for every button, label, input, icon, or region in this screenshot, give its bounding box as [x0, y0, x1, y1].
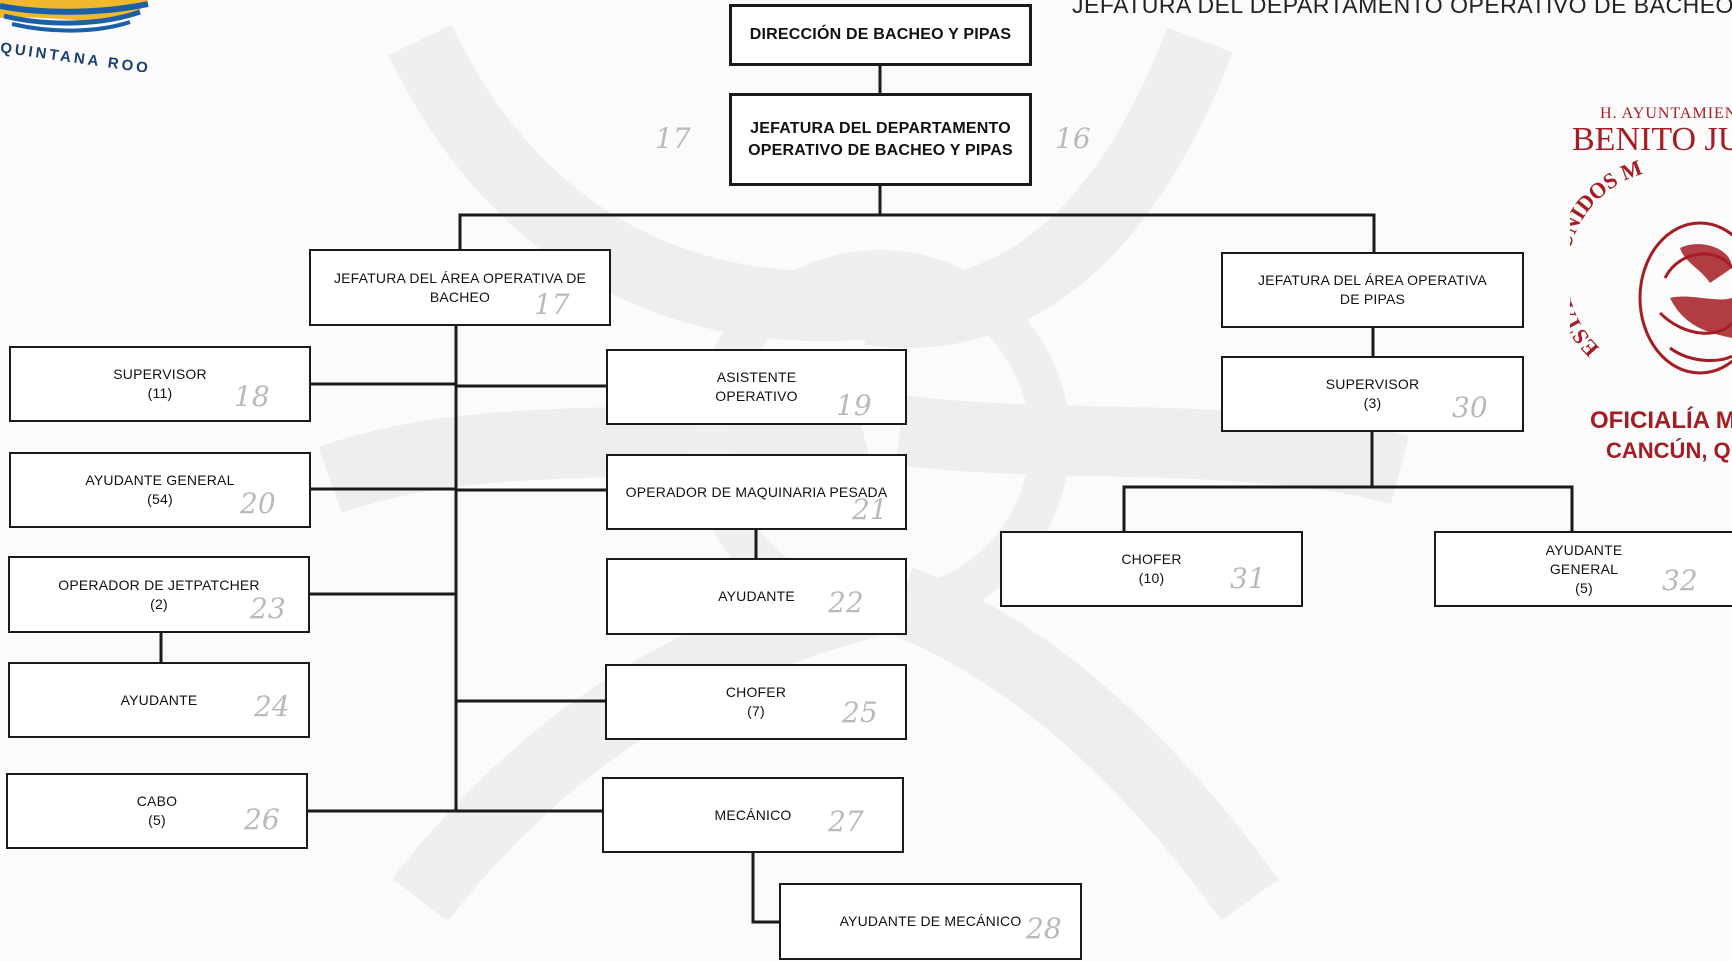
logo-text: QUINTANA ROO — [0, 39, 150, 72]
handwritten-number: 28 — [1026, 912, 1062, 945]
connector-mecanico-ayudante — [751, 851, 781, 924]
handwritten-number: 17 — [655, 122, 691, 155]
connector-bacheo-left — [304, 382, 458, 813]
handwritten-number: 19 — [836, 389, 872, 422]
box-supervisor-pipas: SUPERVISOR (3) — [1221, 356, 1524, 432]
box-label: JEFATURA DEL ÁREA OPERATIVA DE PIPAS — [1258, 272, 1487, 307]
box-label: CHOFER — [1121, 551, 1182, 567]
connector-pipas — [1122, 325, 1574, 533]
box-operador-jetpatcher: OPERADOR DE JETPATCHER (2) — [8, 556, 310, 633]
box-chofer-pipas: CHOFER (10) — [1000, 531, 1303, 607]
box-count: (7) — [747, 703, 765, 719]
box-label: MECÁNICO — [714, 806, 792, 823]
handwritten-number: 22 — [828, 586, 864, 619]
box-label: OPERADOR DE JETPATCHER — [58, 576, 260, 593]
box-count: (3) — [1363, 395, 1382, 411]
box-jefatura-departamento: JEFATURA DEL DEPARTAMENTO OPERATIVO DE B… — [729, 93, 1032, 186]
box-label: CHOFER — [725, 684, 787, 700]
handwritten-number: 32 — [1662, 564, 1698, 597]
box-count: (5) — [1575, 579, 1593, 596]
box-label: SUPERVISOR — [113, 366, 207, 382]
seal-line-1: H. AYUNTAMIEN — [1600, 105, 1732, 122]
box-ayudante-jetpatcher: AYUDANTE — [8, 662, 310, 738]
box-operador-maquinaria: OPERADOR DE MAQUINARIA PESADA — [606, 454, 907, 530]
seal-line-4: CANCÚN, Q — [1606, 438, 1731, 463]
seal-ring-text: ESTADOS UNIDOS M — [1570, 155, 1646, 362]
box-count: (11) — [147, 385, 173, 401]
box-jefatura-area-bacheo: JEFATURA DEL ÁREA OPERATIVA DE BACHEO — [309, 249, 611, 326]
handwritten-number: 17 — [534, 288, 570, 321]
box-label: JEFATURA DEL ÁREA OPERATIVA DE BACHEO — [333, 269, 587, 305]
box-label: CABO — [136, 793, 178, 809]
box-direccion: DIRECCIÓN DE BACHEO Y PIPAS — [729, 4, 1032, 66]
quintana-roo-logo: QUINTANA ROO — [0, 0, 150, 72]
box-mecanico: MECÁNICO — [602, 777, 904, 853]
seal-line-2: BENITO JU — [1572, 121, 1732, 158]
handwritten-number: 23 — [250, 592, 286, 625]
handwritten-number: 25 — [842, 696, 878, 729]
box-supervisor-bacheo: SUPERVISOR (11) — [9, 346, 311, 422]
handwritten-number: 21 — [852, 493, 888, 526]
box-ayudante-general-pipas: AYUDANTE GENERAL (5) — [1434, 531, 1732, 607]
box-cabo: CABO (5) — [6, 773, 308, 849]
connector-bacheo-right — [454, 384, 608, 813]
box-asistente-operativo: ASISTENTE OPERATIVO — [606, 349, 907, 425]
svg-text:ESTADOS UNIDOS M: ESTADOS UNIDOS M — [1570, 155, 1646, 362]
official-seal-stamp: H. AYUNTAMIEN BENITO JU OFICIALÍA M CANC… — [1570, 105, 1732, 463]
handwritten-number: 18 — [234, 380, 270, 413]
box-ayudante-mecanico: AYUDANTE DE MECÁNICO — [779, 883, 1082, 960]
box-ayudante-maquinaria: AYUDANTE — [606, 558, 907, 635]
page-header-title: JEFATURA DEL DEPARTAMENTO OPERATIVO DE B… — [1072, 0, 1732, 18]
box-ayudante-general-bacheo: AYUDANTE GENERAL (54) — [9, 452, 311, 528]
box-label: AYUDANTE GENERAL — [85, 472, 235, 488]
box-label: DIRECCIÓN DE BACHEO Y PIPAS — [749, 26, 1012, 43]
handwritten-number: 20 — [240, 487, 276, 520]
box-label: SUPERVISOR — [1325, 376, 1420, 392]
seal-line-3: OFICIALÍA M — [1590, 406, 1732, 434]
box-jefatura-area-pipas: JEFATURA DEL ÁREA OPERATIVA DE PIPAS — [1221, 252, 1524, 328]
handwritten-number: 26 — [244, 803, 280, 836]
box-chofer-bacheo: CHOFER (7) — [605, 664, 907, 740]
box-count: (2) — [150, 595, 168, 612]
handwritten-number: 30 — [1452, 391, 1488, 424]
connector-jefatura-areas — [458, 184, 1376, 256]
box-label: AYUDANTE — [718, 588, 795, 604]
box-count: (54) — [147, 491, 173, 507]
box-label: ASISTENTE OPERATIVO — [715, 369, 798, 404]
box-label: JEFATURA DEL DEPARTAMENTO OPERATIVO DE B… — [748, 119, 1013, 159]
box-count: (10) — [1138, 570, 1165, 586]
handwritten-number: 31 — [1230, 562, 1266, 595]
box-label: AYUDANTE DE MECÁNICO — [839, 913, 1022, 929]
handwritten-number: 27 — [828, 805, 864, 838]
handwritten-number: 16 — [1055, 122, 1091, 155]
box-label: OPERADOR DE MAQUINARIA PESADA — [625, 483, 888, 500]
box-label: AYUDANTE GENERAL — [1545, 541, 1623, 577]
box-label: AYUDANTE — [120, 691, 198, 708]
box-count: (5) — [148, 812, 166, 828]
handwritten-number: 24 — [254, 690, 290, 723]
